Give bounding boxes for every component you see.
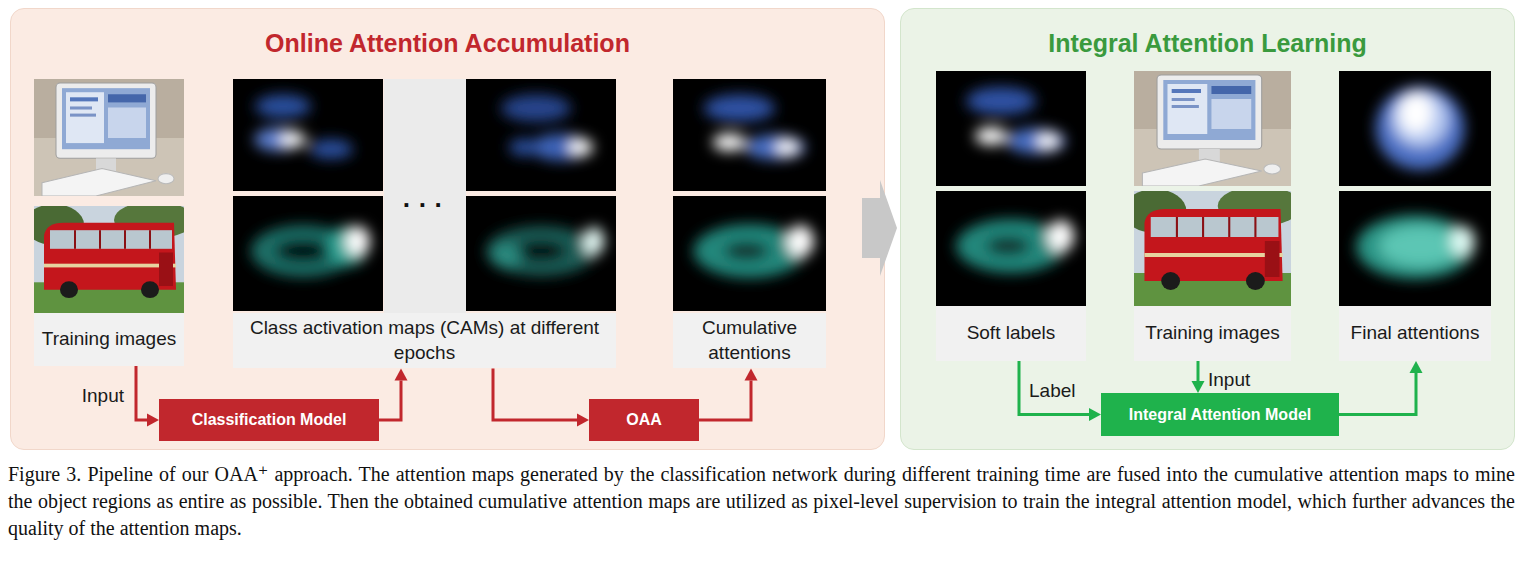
model-box: Integral Attention Model [1101,393,1339,436]
edge-label: Input [1208,369,1250,391]
edge-label: Label [1029,380,1076,402]
connector [1339,361,1423,415]
node-label: Classification Model [192,411,347,429]
node-label: OAA [626,411,662,429]
block-arrow [862,180,897,276]
panel-title: Integral Attention Learning [901,29,1514,58]
node-label: Training images [42,327,176,352]
image-caption-box: Cumulative attentions [673,313,826,368]
module-box: OAA [589,399,699,441]
arrow-head [1089,408,1101,421]
connector [862,180,897,276]
stage-panel: Integral Attention LearningSoft labels Tr… [900,8,1515,450]
connector-line [1197,361,1200,381]
arrow-head [395,368,408,380]
ellipsis-mark: · · · [383,190,463,221]
cam-map [466,79,616,191]
connector-line [493,368,577,420]
node-label: Final attentions [1351,321,1480,346]
panel-title: Online Attention Accumulation [11,29,884,58]
connector [1192,361,1205,393]
panel-illustration [11,9,886,451]
gap-strip [384,79,466,313]
soft-label-map [936,71,1086,186]
node-label: Training images [1145,321,1279,346]
connector-line [1019,361,1089,415]
model-box: Classification Model [159,399,379,441]
figure-caption: Figure 3. Pipeline of our OAA⁺ approach.… [8,461,1515,543]
connector [379,368,408,420]
node-label: Cumulative attentions [679,316,820,365]
final-map [1339,71,1491,186]
node-label: Integral Attention Model [1129,406,1312,424]
arrow-head [745,368,758,380]
edge-label: Input [82,385,124,407]
image-caption-box: Soft labels [936,306,1086,361]
stage-panel: Online Attention AccumulationTraining im… [10,8,885,450]
image-caption-box: Class activation maps (CAMs) at differen… [233,313,616,368]
connector [1019,361,1101,421]
soft-label-map [936,191,1086,306]
connector [699,368,758,420]
final-map [1339,191,1491,306]
connector-line [379,380,401,420]
image-caption-box: Training images [1134,306,1291,361]
cam-map [466,196,616,311]
arrow-head [577,414,589,427]
connector [493,368,589,426]
cumulative-map [673,196,826,311]
cam-map [233,196,383,311]
training-image [34,79,184,196]
connector-line [136,366,147,420]
arrow-head [147,414,159,427]
arrow-head [1410,361,1423,373]
connector-line [699,380,751,420]
node-label: Class activation maps (CAMs) at differen… [239,316,610,365]
node-label: Soft labels [967,321,1056,346]
training-image [1124,186,1302,306]
cam-map [233,79,383,191]
image-caption-box: Training images [34,313,184,366]
cumulative-map [673,79,826,191]
connector [136,366,159,427]
connector-line [1339,373,1416,415]
training-image [24,201,194,313]
arrow-head [1192,381,1205,393]
image-caption-box: Final attentions [1339,306,1491,361]
training-image [1134,71,1291,186]
